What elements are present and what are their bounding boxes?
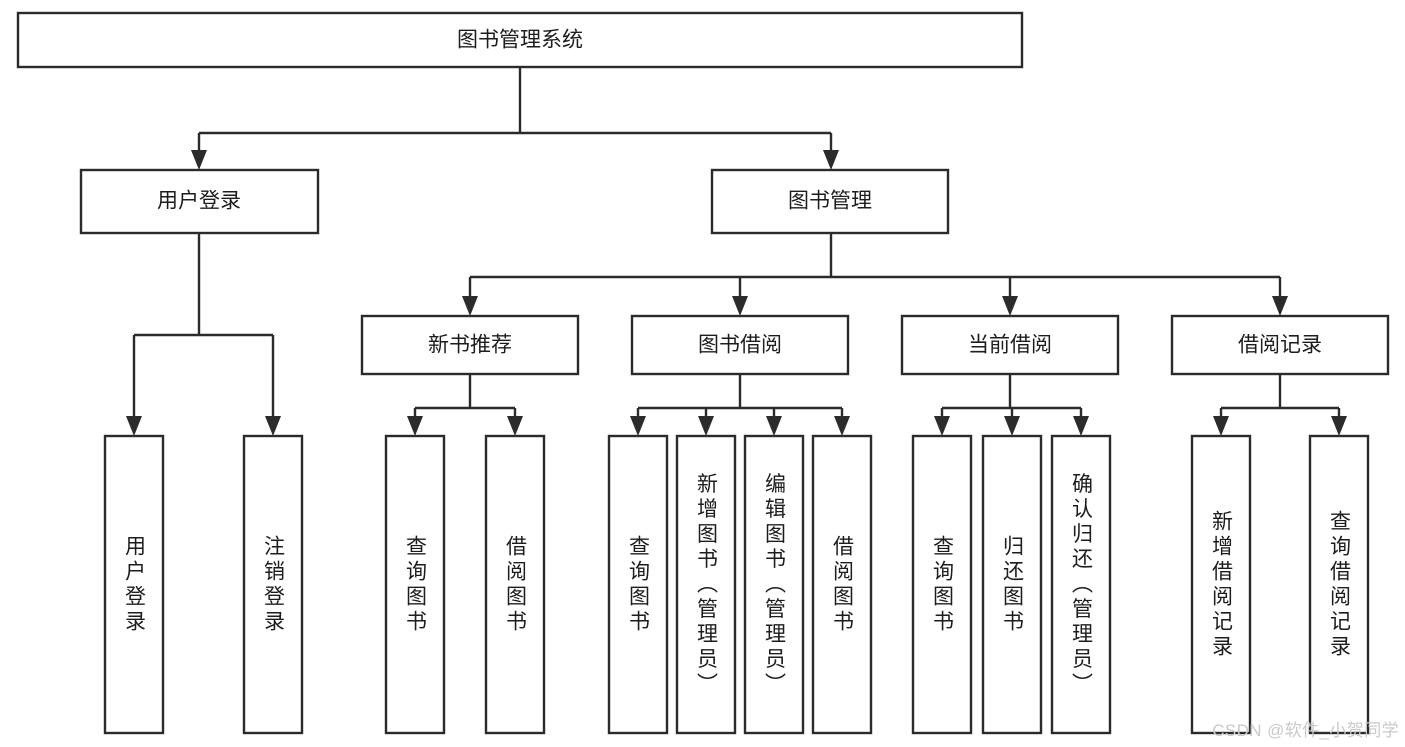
connector-group-current-borrow <box>934 374 1089 436</box>
node-current-borrow-label: 当前借阅 <box>968 334 1052 357</box>
leaf-node-label: 编辑图书（管理员） <box>763 473 787 698</box>
arrow-icon <box>934 416 950 436</box>
arrow-icon <box>265 416 281 436</box>
arrow-icon <box>766 416 782 436</box>
leaf-node[interactable]: 新增借阅记录 <box>1190 434 1252 735</box>
leaf-node[interactable]: 查询图书 <box>911 434 973 735</box>
node-book-manage[interactable]: 图书管理 <box>710 168 950 235</box>
arrow-icon <box>1073 416 1089 436</box>
leaf-node-label: 归还图书 <box>1001 535 1025 635</box>
leaf-node-label: 借阅图书 <box>504 535 528 635</box>
arrow-icon <box>1002 296 1018 316</box>
leaf-node-label: 新增借阅记录 <box>1210 510 1234 660</box>
leaf-node-label: 查询图书 <box>404 535 428 635</box>
leaf-node[interactable]: 确认归还（管理员） <box>1050 434 1112 735</box>
connector-group-book-borrow <box>630 374 850 436</box>
leaf-node-label: 确认归还（管理员） <box>1070 473 1094 698</box>
leaf-node-label: 查询图书 <box>931 535 955 635</box>
leaf-node[interactable]: 用户登录 <box>103 434 165 735</box>
node-book-borrow-label: 图书借阅 <box>698 334 782 357</box>
leaf-node[interactable]: 查询借阅记录 <box>1308 434 1370 735</box>
leaf-node-label: 借阅图书 <box>831 535 855 635</box>
leaf-node-label: 查询图书 <box>627 535 651 635</box>
leaf-node[interactable]: 归还图书 <box>981 434 1043 735</box>
node-borrow-record-label: 借阅记录 <box>1238 334 1322 357</box>
connector-group-new-book-rec <box>407 374 523 436</box>
leaf-node-label: 用户登录 <box>123 535 147 635</box>
arrow-icon <box>1331 416 1347 436</box>
arrow-icon <box>630 416 646 436</box>
node-user-login[interactable]: 用户登录 <box>79 168 320 235</box>
arrow-icon <box>126 416 142 436</box>
arrow-icon <box>507 416 523 436</box>
arrow-icon <box>1213 416 1229 436</box>
leaf-node[interactable]: 注销登录 <box>242 434 304 735</box>
node-user-login-label: 用户登录 <box>157 190 241 213</box>
node-new-book-rec-label: 新书推荐 <box>428 334 512 357</box>
leaf-node[interactable]: 编辑图书（管理员） <box>743 434 805 735</box>
arrow-icon <box>834 416 850 436</box>
connector-group-book-manage <box>462 233 1288 316</box>
leaf-node[interactable]: 查询图书 <box>607 434 669 735</box>
node-new-book-rec[interactable]: 新书推荐 <box>360 314 580 376</box>
arrow-icon <box>462 296 478 316</box>
node-root-label: 图书管理系统 <box>457 29 583 52</box>
leaf-node[interactable]: 借阅图书 <box>484 434 546 735</box>
connector-group-root <box>191 67 839 170</box>
node-book-manage-label: 图书管理 <box>788 190 872 213</box>
node-borrow-record[interactable]: 借阅记录 <box>1170 314 1390 376</box>
node-book-borrow[interactable]: 图书借阅 <box>630 314 850 376</box>
connector-group-user-login <box>126 233 281 436</box>
arrow-icon <box>407 416 423 436</box>
csdn-watermark: CSDN @软件_小贺同学 <box>1212 721 1399 740</box>
leaf-node[interactable]: 借阅图书 <box>811 434 873 735</box>
arrow-icon <box>698 416 714 436</box>
leaf-node[interactable]: 查询图书 <box>384 434 446 735</box>
connector-group-borrow-record <box>1213 374 1347 436</box>
arrow-icon <box>1004 416 1020 436</box>
arrow-icon <box>1272 296 1288 316</box>
arrow-icon <box>732 296 748 316</box>
node-current-borrow[interactable]: 当前借阅 <box>900 314 1120 376</box>
arrow-icon <box>191 150 207 170</box>
leaf-node-label: 注销登录 <box>262 535 286 635</box>
leaf-node-label: 新增图书（管理员） <box>695 473 719 698</box>
leaf-node-label: 查询借阅记录 <box>1328 510 1352 660</box>
leaf-node[interactable]: 新增图书（管理员） <box>675 434 737 735</box>
node-root[interactable]: 图书管理系统 <box>16 11 1024 69</box>
arrow-icon <box>823 150 839 170</box>
